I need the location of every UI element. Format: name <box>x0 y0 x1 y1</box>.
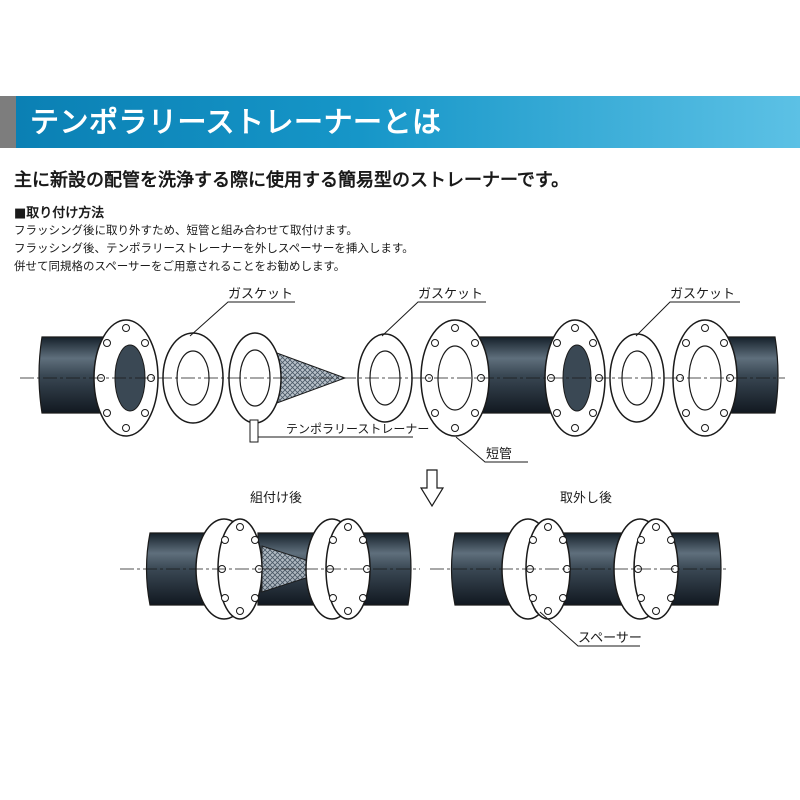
lead-text: 主に新設の配管を洗浄する際に使用する簡易型のストレーナーです。 <box>14 170 570 191</box>
label-gasket-3: ガスケット <box>670 287 735 302</box>
label-spacer: スペーサー <box>578 631 642 646</box>
page-title: テンポラリーストレーナーとは <box>30 105 442 139</box>
label-gasket-1: ガスケット <box>228 287 293 302</box>
exploded-view: ガスケット ガスケット ガスケット テンポラリーストレーナー 短管 <box>20 287 785 463</box>
instruction-line-3: 併せて同規格のスペーサーをご用意されることをお勧めします。 <box>14 259 346 273</box>
label-strainer: テンポラリーストレーナー <box>286 422 429 436</box>
label-gasket-2: ガスケット <box>418 287 483 302</box>
instruction-line-1: フラッシング後に取り外すため、短管と組み合わせて取付けます。 <box>14 223 358 237</box>
label-short-pipe: 短管 <box>486 447 512 462</box>
header-bar <box>0 96 800 148</box>
instruction-line-2: フラッシング後、テンポラリーストレーナーを外しスペーサーを挿入します。 <box>14 241 414 255</box>
instructions: フラッシング後に取り外すため、短管と組み合わせて取付けます。 フラッシング後、テ… <box>14 221 414 275</box>
removed-view: スペーサー <box>430 518 728 647</box>
caption-assembled: 組付け後 <box>250 491 302 506</box>
down-arrow-icon <box>419 469 445 508</box>
section-title: ■取り付け方法 <box>14 206 105 221</box>
assembled-view <box>120 518 420 620</box>
header-accent <box>0 96 16 148</box>
caption-removed: 取外し後 <box>560 491 612 506</box>
